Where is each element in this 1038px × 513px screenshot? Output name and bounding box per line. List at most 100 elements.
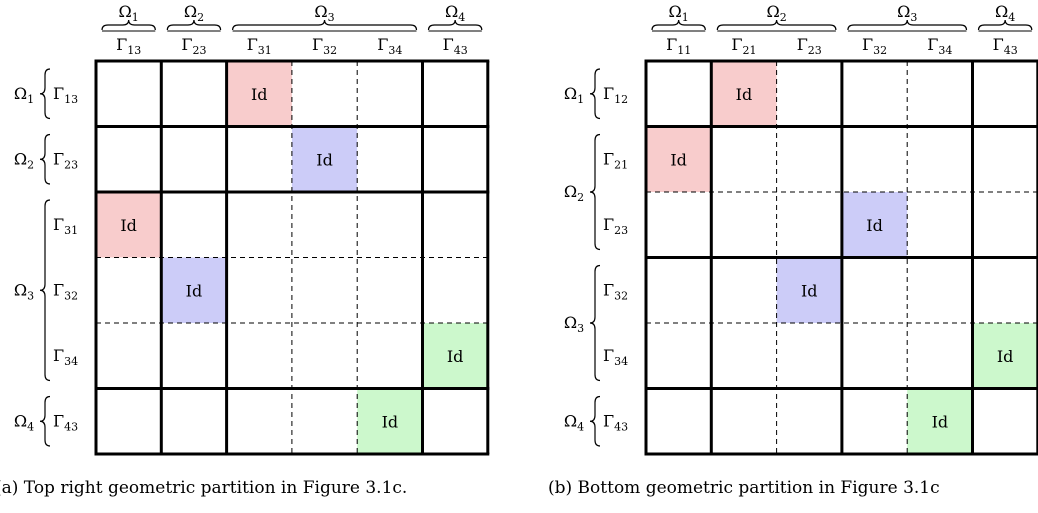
col-gamma-label-subscript: 34 bbox=[938, 44, 952, 57]
col-gamma-label-subscript: 31 bbox=[258, 44, 272, 57]
row-gamma-label-subscript: 32 bbox=[614, 289, 628, 302]
row-group-brace bbox=[589, 133, 601, 251]
row-gamma-label-symbol: Γ bbox=[53, 149, 64, 168]
col-gamma-label-symbol: Γ bbox=[797, 35, 808, 54]
row-gamma-label-subscript: 13 bbox=[64, 93, 78, 106]
identity-cell-label: Id bbox=[251, 85, 268, 104]
row-gamma-label: Γ43 bbox=[53, 411, 78, 433]
row-gamma-label-subscript: 23 bbox=[64, 158, 78, 171]
col-gamma-label-subscript: 32 bbox=[873, 44, 887, 57]
identity-cell-label: Id bbox=[736, 85, 753, 104]
col-gamma-label: Γ32 bbox=[862, 35, 887, 57]
row-gamma-label: Γ21 bbox=[603, 149, 628, 171]
col-omega-label-subscript: 2 bbox=[197, 11, 204, 24]
col-group-brace bbox=[977, 19, 1033, 31]
col-group-brace bbox=[232, 19, 418, 31]
col-gamma-label-symbol: Γ bbox=[731, 35, 742, 54]
col-group-brace bbox=[427, 19, 483, 31]
row-omega-label-subscript: 4 bbox=[577, 420, 584, 433]
col-omega-label-symbol: Ω bbox=[897, 2, 910, 21]
row-gamma-label-symbol: Γ bbox=[603, 411, 614, 430]
row-gamma-label-symbol: Γ bbox=[603, 149, 614, 168]
row-group-brace bbox=[39, 133, 51, 185]
row-group-brace bbox=[39, 68, 51, 120]
row-gamma-label: Γ12 bbox=[603, 84, 628, 106]
row-omega-label-symbol: Ω bbox=[14, 280, 27, 299]
col-gamma-label: Γ43 bbox=[993, 35, 1018, 57]
col-omega-label-subscript: 1 bbox=[682, 11, 689, 24]
col-gamma-label: Γ32 bbox=[312, 35, 337, 57]
row-omega-label-symbol: Ω bbox=[14, 149, 27, 168]
col-gamma-label: Γ34 bbox=[927, 35, 952, 57]
col-group-brace bbox=[101, 19, 156, 31]
col-gamma-label-subscript: 32 bbox=[323, 44, 337, 57]
col-group-brace bbox=[847, 19, 968, 31]
row-gamma-label-subscript: 43 bbox=[614, 420, 628, 433]
row-gamma-label: Γ32 bbox=[53, 280, 78, 302]
identity-cell-label: Id bbox=[316, 150, 333, 169]
col-gamma-label-symbol: Γ bbox=[443, 35, 454, 54]
row-omega-label-subscript: 4 bbox=[27, 420, 34, 433]
row-gamma-label-symbol: Γ bbox=[53, 215, 64, 234]
col-gamma-label-subscript: 23 bbox=[193, 44, 207, 57]
col-omega-label-symbol: Ω bbox=[669, 2, 682, 21]
col-gamma-label-subscript: 23 bbox=[808, 44, 822, 57]
row-gamma-label: Γ13 bbox=[53, 84, 78, 106]
row-omega-label-subscript: 2 bbox=[577, 191, 584, 204]
row-gamma-label-subscript: 34 bbox=[614, 355, 628, 368]
col-omega-label-subscript: 2 bbox=[780, 11, 787, 24]
row-gamma-label-subscript: 43 bbox=[64, 420, 78, 433]
col-gamma-label-subscript: 34 bbox=[388, 44, 402, 57]
identity-cell-label: Id bbox=[997, 347, 1014, 366]
col-gamma-label: Γ31 bbox=[247, 35, 272, 57]
col-gamma-label: Γ11 bbox=[666, 35, 691, 57]
col-gamma-label-subscript: 11 bbox=[677, 44, 691, 57]
col-omega-label-symbol: Ω bbox=[184, 2, 197, 21]
row-omega-label: Ω3 bbox=[564, 313, 584, 335]
row-group-brace bbox=[39, 199, 51, 382]
row-group-brace bbox=[589, 264, 601, 382]
col-gamma-label-symbol: Γ bbox=[377, 35, 388, 54]
identity-cell-label: Id bbox=[932, 412, 949, 431]
row-omega-label-symbol: Ω bbox=[14, 411, 27, 430]
col-omega-label-subscript: 3 bbox=[910, 11, 917, 24]
row-gamma-label-symbol: Γ bbox=[53, 346, 64, 365]
row-omega-label: Ω2 bbox=[564, 182, 584, 204]
col-omega-label: Ω4 bbox=[445, 2, 465, 24]
identity-cell bbox=[972, 323, 1038, 389]
row-gamma-label-symbol: Γ bbox=[53, 411, 64, 430]
identity-cell bbox=[776, 257, 842, 323]
row-omega-label-symbol: Ω bbox=[564, 84, 577, 103]
col-gamma-label-subscript: 21 bbox=[743, 44, 757, 57]
identity-cell-label: Id bbox=[186, 281, 203, 300]
row-gamma-label: Γ43 bbox=[603, 411, 628, 433]
row-omega-label-symbol: Ω bbox=[14, 84, 27, 103]
col-gamma-label-symbol: Γ bbox=[666, 35, 677, 54]
col-omega-label: Ω2 bbox=[184, 2, 204, 24]
col-omega-label: Ω2 bbox=[766, 2, 786, 24]
identity-cell bbox=[357, 388, 423, 454]
row-group-brace bbox=[589, 68, 601, 120]
row-omega-label: Ω4 bbox=[14, 411, 34, 433]
row-gamma-label: Γ23 bbox=[603, 215, 628, 237]
identity-cell-label: Id bbox=[670, 150, 687, 169]
identity-cell bbox=[907, 388, 973, 454]
col-gamma-label: Γ43 bbox=[443, 35, 468, 57]
identity-cell bbox=[711, 61, 777, 127]
row-gamma-label: Γ23 bbox=[53, 149, 78, 171]
identity-cell bbox=[841, 192, 908, 258]
identity-cell bbox=[226, 61, 292, 127]
row-gamma-label-symbol: Γ bbox=[603, 84, 614, 103]
col-gamma-label-symbol: Γ bbox=[993, 35, 1004, 54]
col-omega-label: Ω3 bbox=[314, 2, 334, 24]
col-omega-label: Ω1 bbox=[669, 2, 689, 24]
row-gamma-label-symbol: Γ bbox=[603, 215, 614, 234]
row-omega-label-symbol: Ω bbox=[564, 411, 577, 430]
col-gamma-label-symbol: Γ bbox=[312, 35, 323, 54]
row-group-brace bbox=[39, 395, 51, 447]
row-omega-label-symbol: Ω bbox=[564, 182, 577, 201]
col-omega-label-symbol: Ω bbox=[766, 2, 779, 21]
row-gamma-label: Γ34 bbox=[603, 346, 628, 368]
